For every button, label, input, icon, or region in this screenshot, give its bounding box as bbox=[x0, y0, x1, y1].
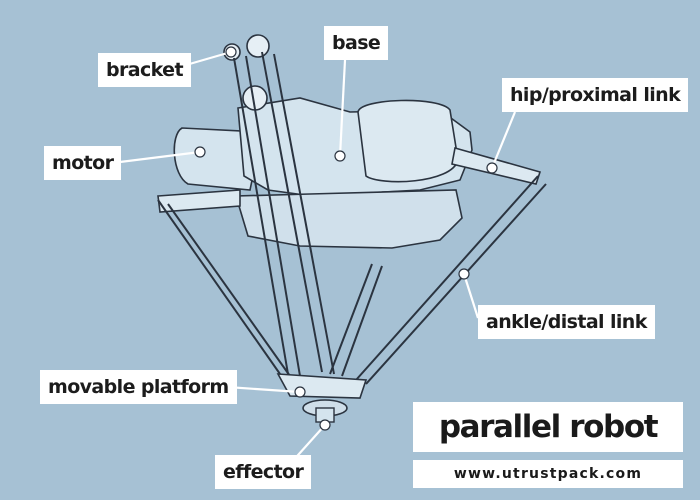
distal-links bbox=[157, 51, 547, 385]
label-hip-proximal-link: hip/proximal link bbox=[502, 78, 689, 112]
label-ankle-distal-link: ankle/distal link bbox=[478, 305, 655, 339]
leader-dots bbox=[194, 46, 498, 431]
label-effector: effector bbox=[215, 455, 312, 489]
hip-link-left bbox=[157, 189, 241, 213]
website-url: www.utrustpack.com bbox=[413, 460, 683, 488]
motor-body bbox=[173, 127, 263, 191]
label-movable-platform: movable platform bbox=[40, 370, 237, 404]
label-bracket: bracket bbox=[98, 53, 191, 87]
label-base: base bbox=[324, 26, 389, 60]
bracket-top bbox=[246, 34, 270, 58]
movable-platform-shape bbox=[276, 373, 368, 399]
diagram-title: parallel robot bbox=[413, 402, 683, 452]
label-motor: motor bbox=[44, 146, 122, 180]
right-motor-cap bbox=[357, 99, 459, 183]
leader-lines bbox=[119, 50, 517, 465]
